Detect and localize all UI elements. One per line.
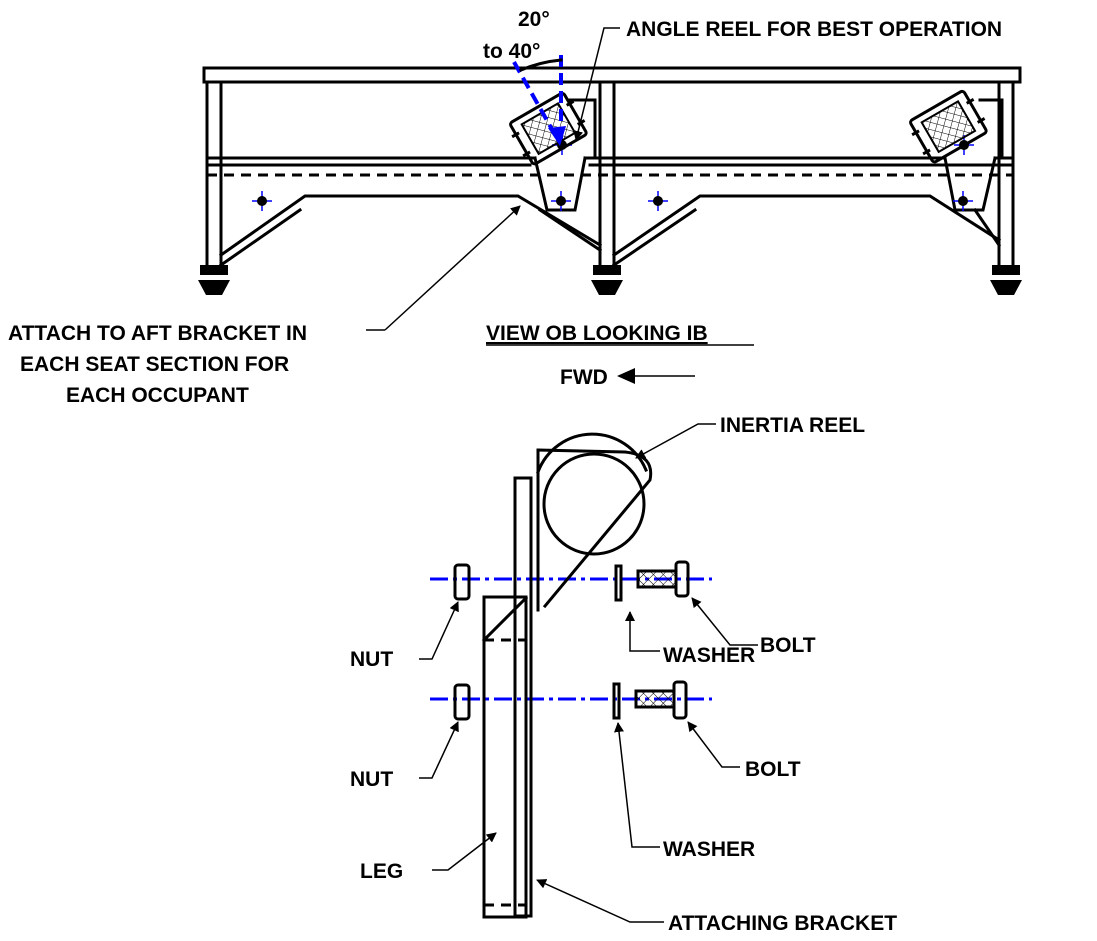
leg-label: LEG xyxy=(360,860,403,883)
bolt-lower-part xyxy=(634,680,688,720)
washer-lower-label: WASHER xyxy=(663,838,755,861)
washer-upper-leader xyxy=(625,611,660,652)
leg-middle xyxy=(598,80,616,267)
nut-upper-label: NUT xyxy=(350,648,393,671)
leg-part xyxy=(481,595,529,919)
attach-label-line1: ATTACH TO AFT BRACKET IN xyxy=(8,322,307,345)
nut-upper-part xyxy=(453,563,471,601)
attach-label-line3: EACH OCCUPANT xyxy=(66,384,249,407)
angle-arrowhead xyxy=(548,126,566,146)
angle-reel-label: ANGLE REEL FOR BEST OPERATION xyxy=(626,18,1002,41)
washer-lower-leader xyxy=(614,722,660,848)
inertia-reel-label: INERTIA REEL xyxy=(720,414,865,437)
washer-lower-part xyxy=(612,682,621,720)
bolt-lower-leader xyxy=(687,721,740,768)
inertia-reel-leader xyxy=(635,423,716,459)
leg-right xyxy=(997,80,1015,267)
fwd-arrowhead xyxy=(617,368,635,384)
reel-bracket-2 xyxy=(943,156,997,212)
inertia-reel-top-1 xyxy=(509,91,588,166)
attach-leader xyxy=(384,205,521,331)
cross-member-left xyxy=(218,194,603,258)
angle-label-bottom: to 40° xyxy=(483,40,540,63)
angle-arc xyxy=(519,58,563,72)
attaching-bracket-label: ATTACHING BRACKET xyxy=(668,912,897,935)
washer-upper-part xyxy=(614,564,623,602)
leg-left xyxy=(205,80,223,267)
angled-reference-line xyxy=(512,61,560,141)
attaching-bracket-part xyxy=(513,448,653,918)
reel-post-1 xyxy=(568,98,597,160)
angle-label-top: 20° xyxy=(518,8,550,31)
bolt-upper-label: BOLT xyxy=(760,634,816,657)
leg-leader xyxy=(432,832,497,871)
cross-member-left-inner xyxy=(218,207,603,268)
foot-middle xyxy=(591,265,623,295)
angle-indicator xyxy=(512,55,566,146)
inertia-reel-top-2 xyxy=(909,89,988,164)
nut-lower-leader xyxy=(419,721,459,779)
cross-member-right xyxy=(611,194,1002,258)
nut-upper-leader xyxy=(419,601,459,660)
top-rail xyxy=(202,66,1022,84)
fwd-label: FWD xyxy=(560,366,608,389)
bolt-lower-label: BOLT xyxy=(745,758,801,781)
view-title: VIEW OB LOOKING IB xyxy=(486,322,708,345)
attaching-bracket-leader xyxy=(536,879,664,923)
nut-lower-part xyxy=(453,683,471,721)
foot-right xyxy=(990,265,1022,295)
seat-frame xyxy=(198,66,1022,295)
attach-label-line2: EACH SEAT SECTION FOR xyxy=(20,353,289,376)
reel-post-2 xyxy=(978,98,1004,160)
bolt-upper-part xyxy=(636,560,690,598)
nut-lower-label: NUT xyxy=(350,768,393,791)
foot-left xyxy=(198,265,230,295)
bolt-upper-leader xyxy=(691,597,758,646)
washer-upper-label: WASHER xyxy=(663,644,755,667)
angle-reel-leader xyxy=(573,27,620,141)
cross-member-right-inner xyxy=(611,207,1002,268)
